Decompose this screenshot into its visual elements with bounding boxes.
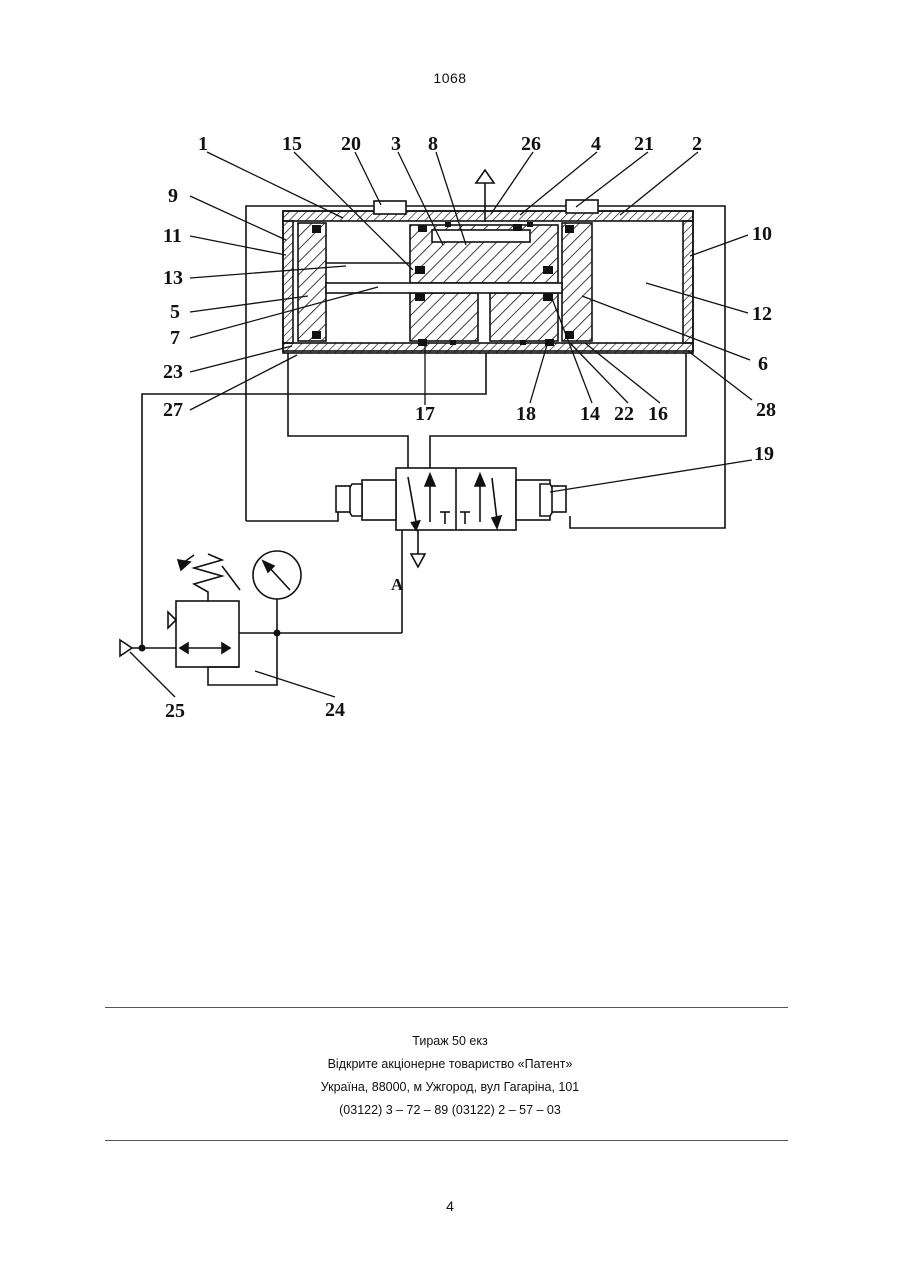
label-11: 11 xyxy=(163,225,182,247)
label-18: 18 xyxy=(516,403,536,425)
left-piston xyxy=(298,223,326,341)
sensor-left xyxy=(374,201,406,214)
imprint-address: Україна, 88000, м Ужгород, вул Гагаріна,… xyxy=(0,1076,900,1099)
label-6: 6 xyxy=(758,353,768,375)
label-A: A xyxy=(391,575,404,594)
label-14: 14 xyxy=(580,403,600,425)
page-number: 4 xyxy=(0,1198,900,1214)
label-15: 15 xyxy=(282,133,302,155)
imprint-block: Тираж 50 екз Відкрите акціонерне товарис… xyxy=(0,1030,900,1122)
label-9: 9 xyxy=(168,185,178,207)
label-23: 23 xyxy=(163,361,183,383)
right-piston xyxy=(562,223,592,341)
imprint-circulation: Тираж 50 екз xyxy=(0,1030,900,1053)
directional-valve xyxy=(336,468,566,530)
label-21: 21 xyxy=(634,133,654,155)
label-25: 25 xyxy=(165,700,185,722)
imprint-top-rule xyxy=(105,1007,788,1008)
label-4: 4 xyxy=(591,133,601,155)
label-28: 28 xyxy=(756,399,776,421)
label-7: 7 xyxy=(170,327,180,349)
label-12: 12 xyxy=(752,303,772,325)
label-22: 22 xyxy=(614,403,634,425)
imprint-phones: (03122) 3 – 72 – 89 (03122) 2 – 57 – 03 xyxy=(0,1099,900,1122)
label-5: 5 xyxy=(170,301,180,323)
pressure-regulator xyxy=(176,601,239,667)
label-3: 3 xyxy=(391,133,401,155)
label-13: 13 xyxy=(163,267,183,289)
label-1: 1 xyxy=(198,133,208,155)
label-16: 16 xyxy=(648,403,668,425)
label-2: 2 xyxy=(692,133,702,155)
label-8: 8 xyxy=(428,133,438,155)
label-20: 20 xyxy=(341,133,361,155)
label-17: 17 xyxy=(415,403,435,425)
imprint-bottom-rule xyxy=(105,1140,788,1141)
label-27: 27 xyxy=(163,399,183,421)
imprint-publisher: Відкрите акціонерне товариство «Патент» xyxy=(0,1053,900,1076)
label-19: 19 xyxy=(754,443,774,465)
label-24: 24 xyxy=(325,699,345,721)
pneumatic-schematic-figure: 1 15 20 3 8 26 4 21 2 9 11 13 5 7 23 27 … xyxy=(0,0,900,760)
label-10: 10 xyxy=(752,223,772,245)
label-26: 26 xyxy=(521,133,541,155)
